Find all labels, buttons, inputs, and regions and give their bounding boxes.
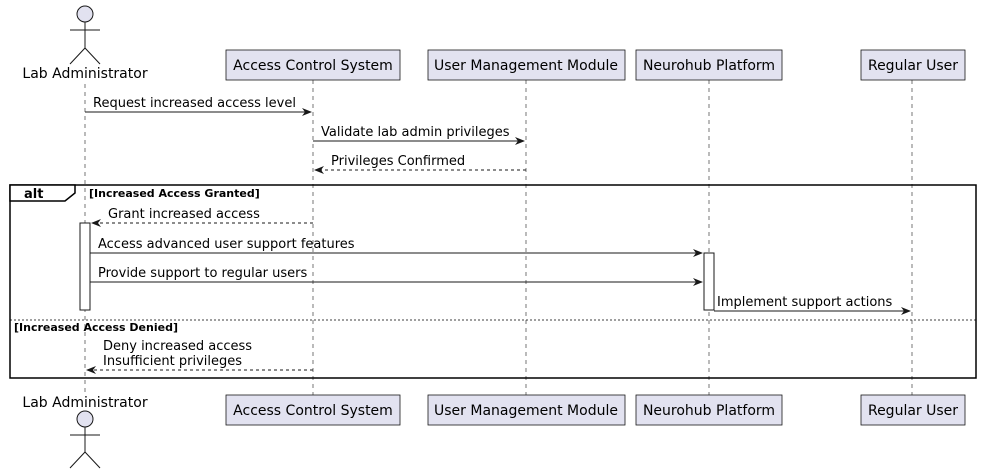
svg-text:User Management Module: User Management Module	[434, 403, 618, 419]
participant-user-management-module-bottom: User Management Module	[427, 394, 626, 426]
message-label-4: Grant increased access	[108, 207, 260, 222]
svg-text:User Management Module: User Management Module	[434, 58, 618, 74]
message-label-1: Request increased access level	[93, 96, 296, 111]
participant-user-management-module-top: User Management Module	[427, 49, 626, 81]
alt-frame	[9, 184, 977, 379]
actor-icon-bottom	[69, 410, 101, 469]
participant-lab-administrator-top: Lab Administrator	[22, 66, 147, 82]
message-label-2: Validate lab admin privileges	[321, 125, 510, 140]
alt-guard-denied: [Increased Access Denied]	[14, 321, 178, 334]
participant-regular-user-bottom: Regular User	[860, 394, 966, 426]
participant-lab-administrator-bottom: Lab Administrator	[22, 395, 147, 411]
actor-icon-top	[69, 5, 101, 65]
svg-text:Neurohub Platform: Neurohub Platform	[643, 58, 775, 74]
participant-neurohub-platform-bottom: Neurohub Platform	[635, 394, 783, 426]
message-label-8-line1: Deny increased access	[103, 339, 252, 354]
svg-text:Regular User: Regular User	[868, 58, 958, 74]
message-label-3: Privileges Confirmed	[331, 154, 465, 169]
activation-lab-administrator	[79, 222, 91, 311]
alt-guard-granted: [Increased Access Granted]	[89, 187, 260, 200]
message-label-7: Implement support actions	[717, 295, 893, 310]
participant-regular-user-top: Regular User	[860, 49, 966, 81]
activation-neurohub-platform	[703, 252, 715, 311]
alt-frame-tab	[9, 184, 76, 202]
participant-access-control-system-bottom: Access Control System	[225, 394, 401, 426]
message-label-8-line2: Insufficient privileges	[103, 354, 242, 369]
svg-text:Neurohub Platform: Neurohub Platform	[643, 403, 775, 419]
svg-text:Access Control System: Access Control System	[233, 403, 393, 419]
alt-keyword: alt	[24, 187, 43, 202]
svg-text:Regular User: Regular User	[868, 403, 958, 419]
participant-access-control-system-top: Access Control System	[225, 49, 401, 81]
participant-neurohub-platform-top: Neurohub Platform	[635, 49, 783, 81]
message-label-6: Provide support to regular users	[98, 266, 307, 281]
message-label-5: Access advanced user support features	[98, 237, 355, 252]
svg-text:Access Control System: Access Control System	[233, 58, 393, 74]
